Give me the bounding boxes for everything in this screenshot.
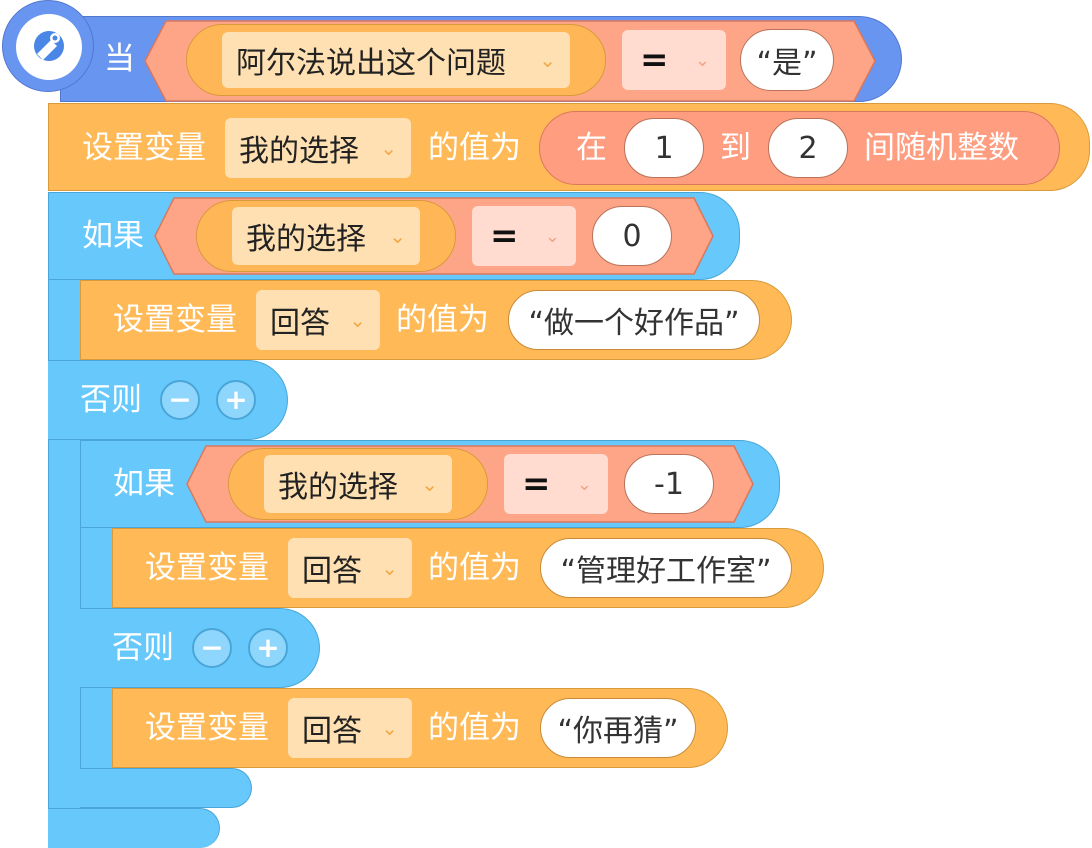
answer-var-dropdown[interactable]: 回答 ⌄ — [288, 698, 412, 758]
answer-var-text: 回答 — [302, 714, 362, 749]
event-icon-badge — [2, 0, 94, 92]
value-label: 的值为 — [396, 302, 489, 338]
answer-var-text: 回答 — [302, 554, 362, 589]
set-variable-label: 设置变量 — [82, 130, 206, 166]
else-label: 否则 — [80, 382, 142, 418]
variable-dropdown[interactable]: 我的选择 ⌄ — [225, 118, 411, 178]
if1-var-dropdown[interactable]: 我的选择 ⌄ — [232, 207, 420, 265]
random-in-label: 在 — [576, 130, 607, 166]
chevron-down-icon: ⌄ — [694, 49, 710, 71]
chevron-down-icon: ⌄ — [349, 308, 366, 332]
chevron-down-icon: ⌄ — [380, 136, 397, 160]
chevron-down-icon: ⌄ — [421, 472, 438, 496]
remove-branch-button[interactable]: − — [192, 628, 232, 668]
if-else-block-outer[interactable] — [48, 192, 82, 848]
if2-var-text: 我的选择 — [278, 470, 398, 505]
if2-var-dropdown[interactable]: 我的选择 ⌄ — [264, 455, 452, 513]
if-label: 如果 — [113, 466, 175, 502]
answer-var-dropdown[interactable]: 回答 ⌄ — [256, 290, 380, 350]
if2-operator-dropdown[interactable]: = ⌄ — [504, 454, 608, 514]
random-max-input[interactable]: 2 — [768, 118, 848, 178]
random-to-label: 到 — [720, 130, 751, 166]
variable-text: 我的选择 — [239, 134, 359, 169]
compare-value-input[interactable]: “是” — [740, 29, 834, 91]
if1-footer — [48, 808, 220, 848]
if1-operator-dropdown[interactable]: = ⌄ — [472, 206, 576, 266]
chevron-down-icon: ⌄ — [389, 224, 406, 248]
when-label: 当 — [104, 41, 135, 77]
remove-branch-button[interactable]: − — [160, 380, 200, 420]
if2-footer — [80, 768, 252, 808]
answer-var-text: 回答 — [270, 306, 330, 341]
satellite-dish-icon — [34, 31, 64, 61]
operator-dropdown[interactable]: = ⌄ — [622, 30, 726, 90]
if1-var-text: 我的选择 — [246, 222, 366, 257]
add-branch-button[interactable]: + — [216, 380, 256, 420]
chevron-down-icon: ⌄ — [381, 556, 398, 580]
set-variable-label: 设置变量 — [145, 710, 269, 746]
value-label: 的值为 — [428, 550, 521, 586]
answer-value-input[interactable]: “你再猜” — [540, 698, 696, 758]
chevron-down-icon: ⌄ — [544, 225, 560, 247]
if1-value-input[interactable]: 0 — [592, 206, 672, 266]
set-variable-label: 设置变量 — [145, 550, 269, 586]
condition-var-dropdown[interactable]: 阿尔法说出这个问题 ⌄ — [222, 32, 570, 88]
value-label: 的值为 — [428, 710, 521, 746]
chevron-down-icon: ⌄ — [576, 473, 592, 495]
condition-var-text: 阿尔法说出这个问题 — [236, 46, 506, 81]
if2-value-input[interactable]: -1 — [624, 454, 714, 514]
else-label: 否则 — [112, 630, 174, 666]
answer-var-dropdown[interactable]: 回答 ⌄ — [288, 538, 412, 598]
random-suffix-label: 间随机整数 — [864, 130, 1019, 166]
operator-text: = — [640, 40, 669, 80]
if-label: 如果 — [82, 218, 144, 254]
if1-operator-text: = — [490, 216, 519, 256]
if2-operator-text: = — [522, 464, 551, 504]
answer-value-input[interactable]: “做一个好作品” — [508, 290, 760, 350]
answer-value-input[interactable]: “管理好工作室” — [540, 538, 792, 598]
add-branch-button[interactable]: + — [248, 628, 288, 668]
random-min-input[interactable]: 1 — [624, 118, 704, 178]
value-label: 的值为 — [428, 130, 521, 166]
chevron-down-icon: ⌄ — [539, 48, 556, 72]
set-variable-label: 设置变量 — [113, 302, 237, 338]
chevron-down-icon: ⌄ — [381, 716, 398, 740]
